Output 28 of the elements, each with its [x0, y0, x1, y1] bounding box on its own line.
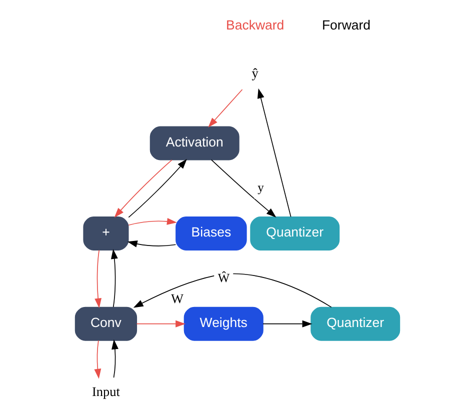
- arrow: [210, 159, 276, 218]
- node-box: Biases: [175, 216, 246, 251]
- node-box: Conv: [74, 306, 137, 341]
- arrow: [110, 248, 118, 308]
- arrow: [208, 89, 242, 128]
- node-box: Quantizer: [250, 216, 340, 251]
- node-box: Weights: [183, 306, 263, 341]
- arrow: [256, 88, 291, 218]
- arrow: [128, 158, 186, 218]
- arrow: [114, 159, 172, 218]
- arrow: [262, 320, 312, 328]
- node-box: +: [82, 216, 128, 251]
- arrow: [136, 320, 186, 328]
- node-text: Input: [91, 384, 120, 399]
- arrow: [94, 250, 102, 308]
- arrow: [126, 240, 176, 248]
- legend-label: Forward: [321, 18, 370, 33]
- arrow: [132, 273, 332, 308]
- node-box: Quantizer: [310, 306, 400, 341]
- edge-label: Ŵ: [217, 270, 230, 285]
- node-text: ŷ: [251, 66, 258, 81]
- legend-label: Backward: [226, 18, 284, 33]
- node-box: Activation: [149, 126, 239, 160]
- arrow: [94, 340, 101, 379]
- arrow: [128, 218, 176, 226]
- node-label: W: [170, 290, 184, 306]
- edge-label: y: [257, 180, 264, 195]
- arrow: [111, 339, 118, 378]
